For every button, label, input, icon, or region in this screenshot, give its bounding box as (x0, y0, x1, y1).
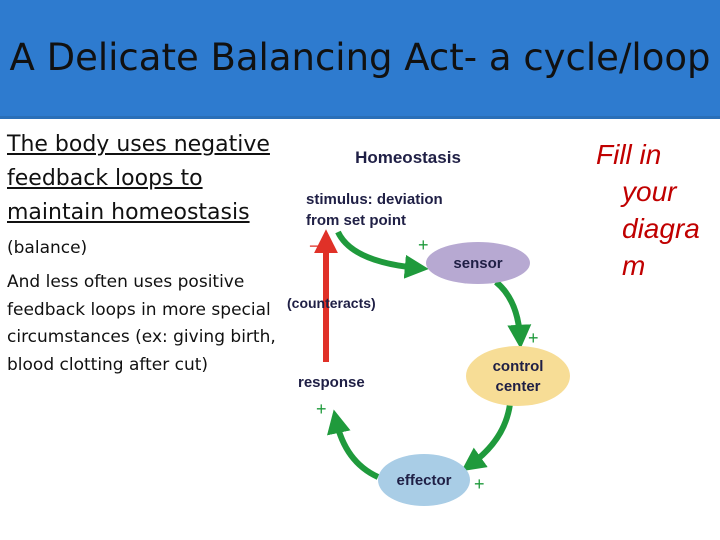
counteracts-label: (counteracts) (287, 295, 376, 311)
diagram-title: Homeostasis (355, 148, 461, 167)
negative-feedback-paragraph: The body uses negative feedback loops to… (7, 128, 282, 265)
title-bar (0, 0, 720, 119)
control-center-node (466, 346, 570, 406)
main-statement: The body uses negative feedback loops to… (7, 132, 270, 225)
plus-sign-effector: + (474, 474, 485, 494)
effector-node (378, 454, 470, 506)
effector-label: effector (396, 472, 451, 489)
plus-sign-response: + (316, 399, 327, 419)
stimulus-label-line2: from set point (306, 212, 406, 229)
arrow-effector-to-response (327, 409, 380, 480)
plus-sign-sensor: + (528, 328, 539, 348)
positive-feedback-paragraph: And less often uses positive feedback lo… (7, 272, 276, 375)
fill-note-line: Fill in (596, 139, 662, 170)
fill-note-line: diagra (622, 213, 700, 244)
arrow-sensor-to-control (494, 279, 532, 349)
control-center-label: control (493, 358, 544, 375)
left-text-block: The body uses negative feedback loops to… (7, 128, 282, 379)
slide-title: A Delicate Balancing Act- a cycle/loop (9, 36, 711, 79)
control-center-label-line2: center (495, 378, 540, 395)
arrow-stimulus-to-sensor (335, 230, 429, 279)
arrow-control-to-effector (461, 403, 513, 472)
fill-note-line: your (622, 176, 677, 207)
minus-sign: − (309, 236, 320, 256)
stimulus-label: stimulus: deviation (306, 191, 443, 208)
balance-note: (balance) (7, 238, 88, 258)
plus-sign-stimulus: + (418, 235, 429, 255)
fill-in-note: Fill in your diagra m (596, 136, 720, 284)
response-label: response (298, 374, 365, 391)
fill-note-line: m (622, 250, 646, 281)
sensor-label: sensor (453, 255, 502, 272)
sensor-node (426, 242, 530, 284)
